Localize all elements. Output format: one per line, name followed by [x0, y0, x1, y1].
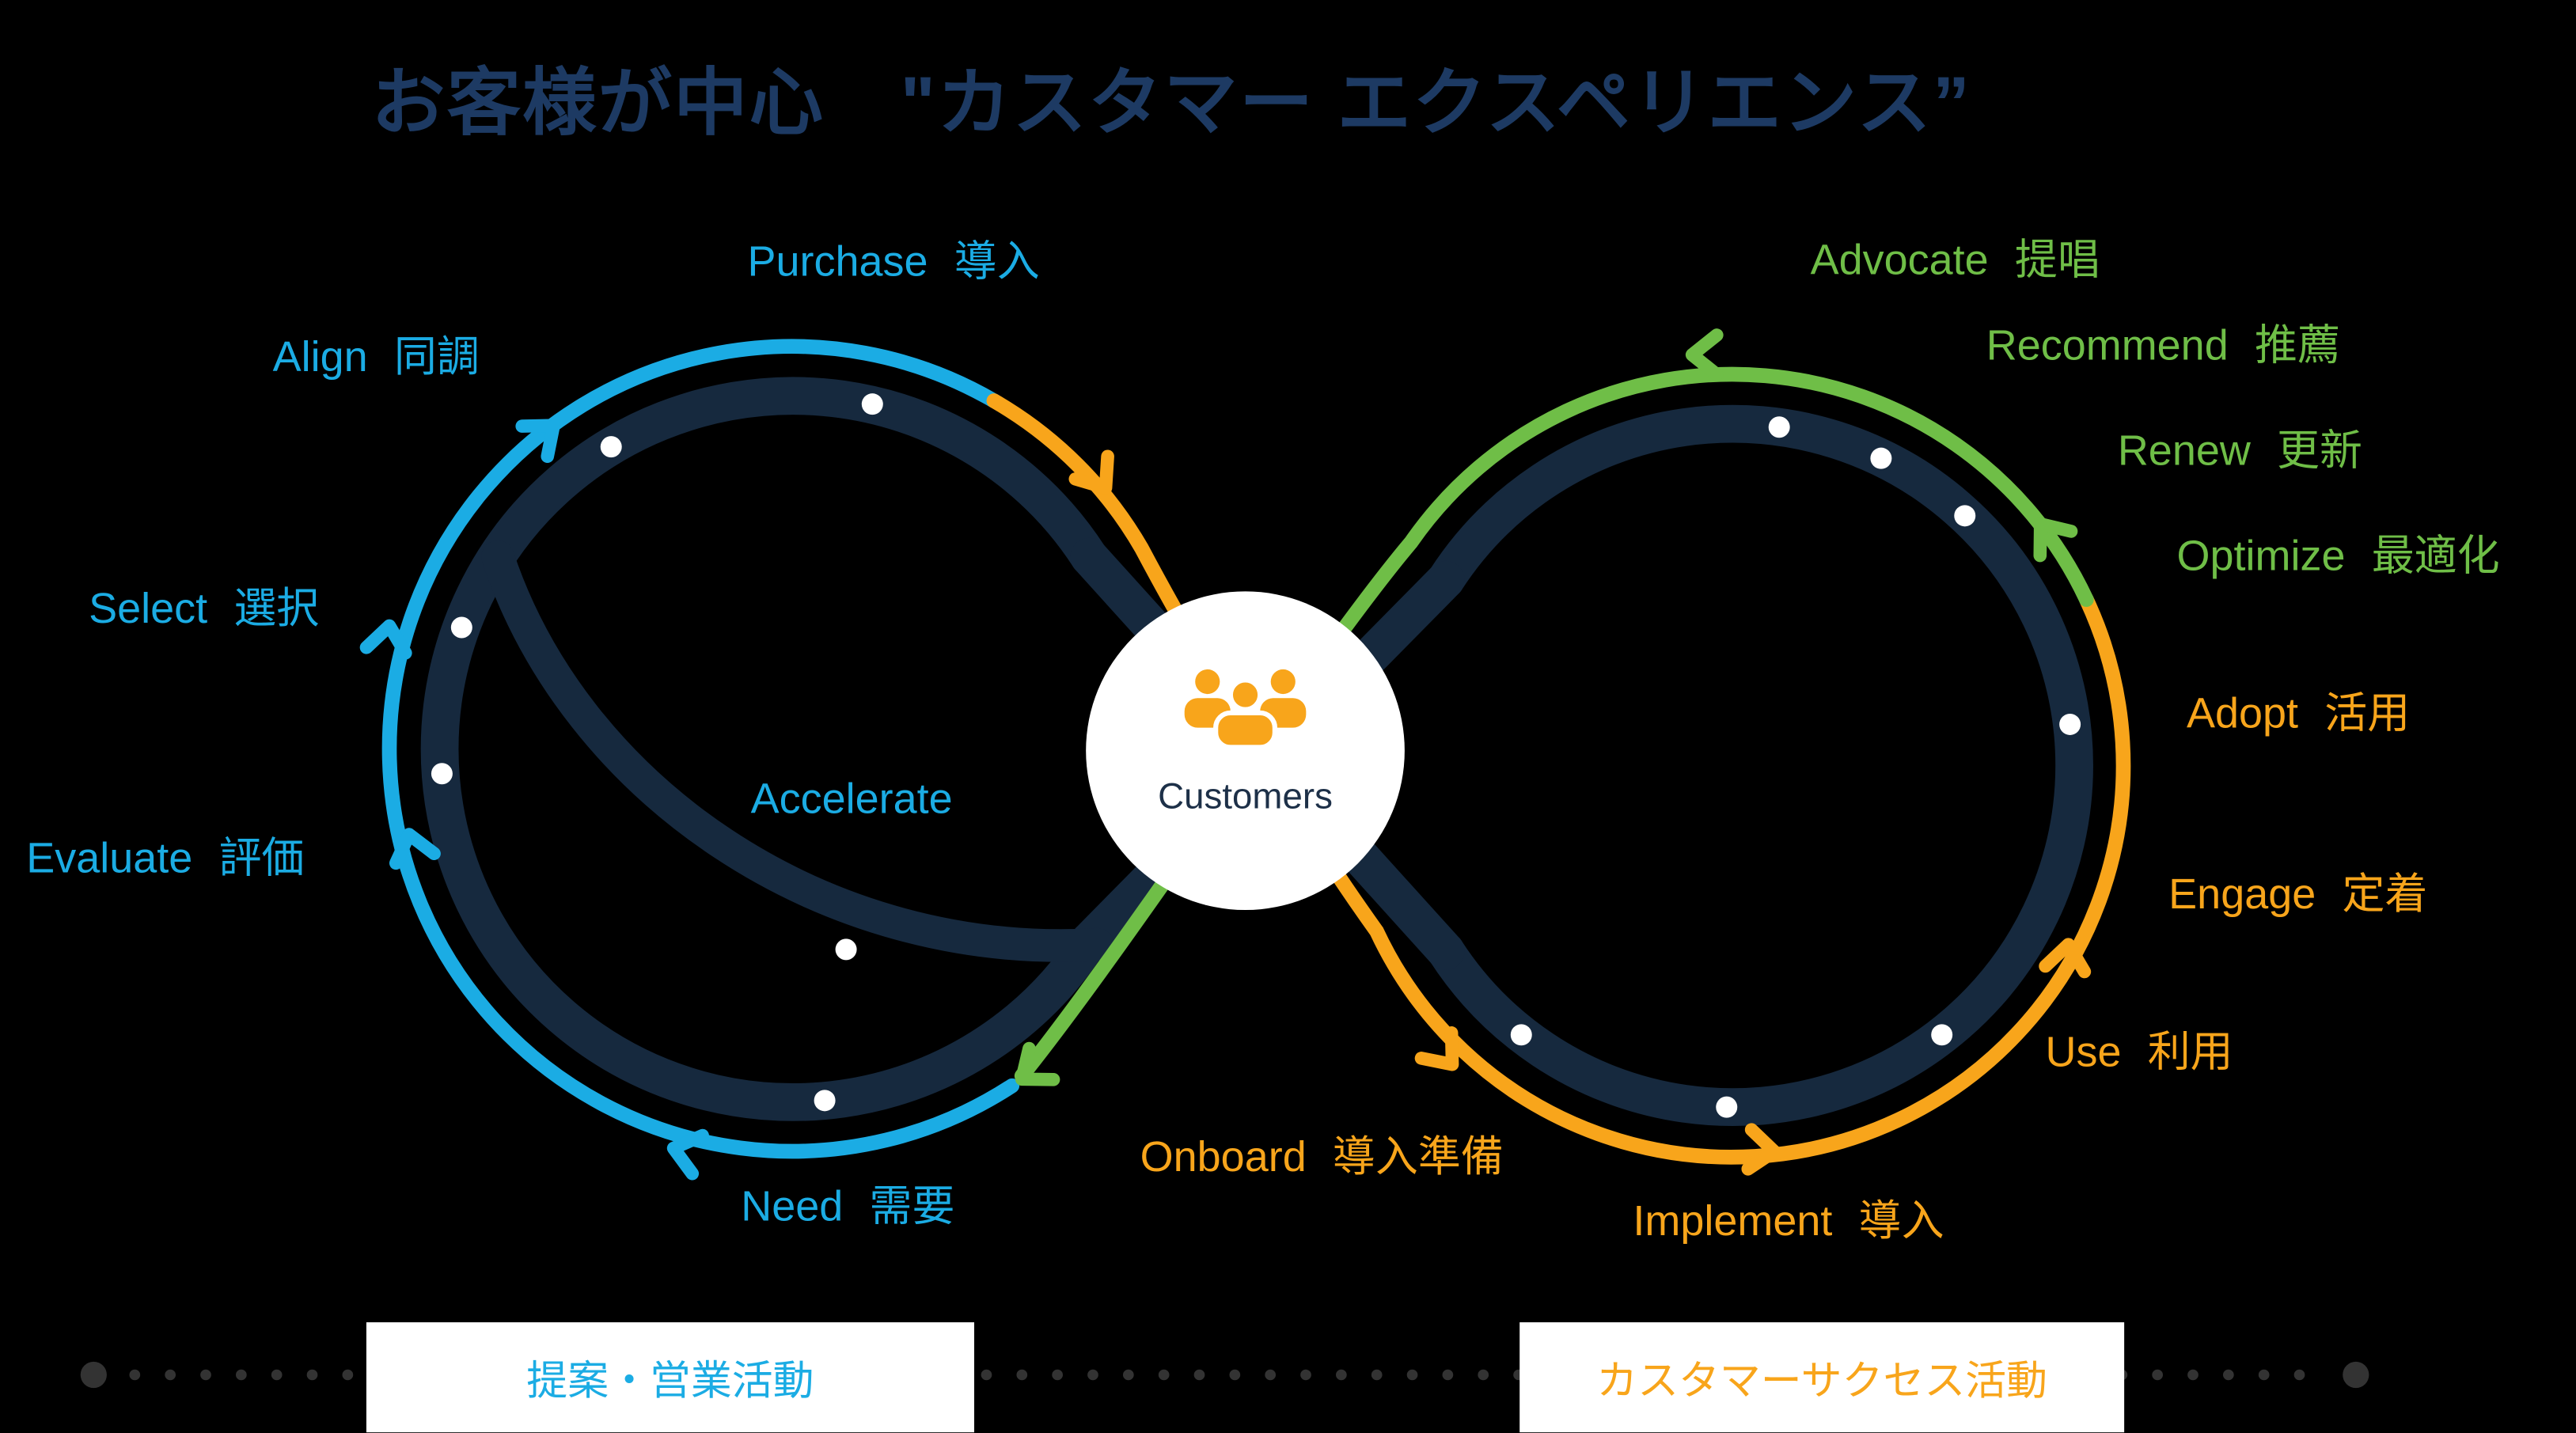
milestone-dot	[1716, 1096, 1738, 1118]
flow-arrow	[1741, 1123, 1781, 1176]
milestone-dot	[814, 1090, 836, 1112]
milestone-dot	[1931, 1024, 1953, 1046]
stage-align: Align 同調	[272, 332, 480, 382]
sales-cyan-arc	[381, 339, 1020, 1159]
flow-arrow	[2033, 517, 2078, 563]
flow-arrow	[515, 419, 560, 464]
flow-arrow	[1015, 1041, 1060, 1086]
timeline-start-dot	[80, 1361, 107, 1389]
milestone-dot	[600, 436, 622, 458]
stage-use-ja: 利用	[2147, 1026, 2233, 1076]
stage-onboard-ja: 導入準備	[1332, 1132, 1504, 1181]
milestone-dot	[2059, 713, 2081, 735]
stage-adopt-en: Adopt	[2187, 688, 2299, 738]
stage-engage-ja: 定着	[2342, 869, 2428, 919]
stage-purchase-ja: 導入	[954, 236, 1040, 286]
stage-select-en: Select	[89, 582, 208, 633]
people-group-icon	[1184, 669, 1307, 750]
timeline-end-dot	[2343, 1361, 2369, 1389]
stage-onboard-en: Onboard	[1140, 1132, 1307, 1181]
legend-sales-label: 提案・営業活動	[526, 1357, 814, 1404]
stage-implement-en: Implement	[1633, 1196, 1833, 1245]
stage-evaluate-ja: 評価	[218, 832, 305, 882]
stage-onboard: Onboard 導入準備	[1140, 1132, 1504, 1182]
stage-engage-en: Engage	[2168, 869, 2316, 919]
stage-recommend-en: Recommend	[1986, 320, 2229, 370]
stage-optimize-en: Optimize	[2176, 530, 2346, 580]
flow-arrow	[389, 828, 441, 870]
milestone-dot	[450, 616, 472, 639]
stage-adopt-ja: 活用	[2324, 688, 2411, 738]
stage-accelerate-en: Accelerate	[750, 773, 953, 824]
flow-arrow	[1685, 328, 1724, 381]
stage-need-ja: 需要	[869, 1181, 955, 1230]
stage-optimize-ja: 最適化	[2371, 530, 2500, 580]
milestone-dot	[861, 393, 883, 415]
stage-implement-ja: 導入	[1858, 1196, 1944, 1245]
stage-evaluate: Evaluate 評価	[26, 832, 305, 884]
stage-renew: Renew 更新	[2117, 425, 2363, 476]
stage-evaluate-en: Evaluate	[26, 832, 193, 882]
legend-sales-activities: 提案・営業活動	[366, 1322, 975, 1433]
stage-select-ja: 選択	[233, 582, 320, 633]
stage-align-ja: 同調	[393, 332, 480, 381]
stage-implement: Implement 導入	[1633, 1196, 1944, 1246]
accelerate-chord	[481, 540, 1114, 962]
stage-renew-en: Renew	[2117, 425, 2251, 475]
customers-circle	[1086, 591, 1405, 911]
stage-recommend: Recommend 推薦	[1986, 320, 2340, 371]
stage-select: Select 選択	[89, 582, 320, 634]
flow-arrow	[359, 619, 412, 660]
milestone-dot	[835, 938, 857, 961]
page-title: お客様が中心 "カスタマー エクスペリエンス”	[371, 60, 1971, 145]
stage-adopt: Adopt 活用	[2187, 688, 2411, 739]
flow-arrow	[1068, 449, 1114, 495]
stage-recommend-ja: 推薦	[2254, 320, 2340, 370]
stage-purchase: Purchase 導入	[747, 236, 1040, 287]
milestone-dot	[431, 763, 453, 785]
milestone-dot	[1768, 416, 1790, 438]
flow-arrow	[1414, 1026, 1459, 1071]
flow-arrow	[666, 1128, 709, 1181]
stage-purchase-en: Purchase	[747, 236, 928, 286]
purchase-orange-link	[986, 393, 2131, 1165]
flow-arrow	[2039, 938, 2092, 979]
stage-align-en: Align	[272, 332, 368, 381]
legend-customer-success-label: カスタマーサクセス活動	[1596, 1357, 2048, 1404]
stage-renew-ja: 更新	[2277, 425, 2363, 475]
stage-engage: Engage 定着	[2168, 869, 2428, 919]
customers-label: Customers	[1158, 775, 1333, 817]
stage-advocate: Advocate 提唱	[1810, 234, 2100, 286]
navy-left-ring	[420, 377, 1109, 1121]
stage-optimize: Optimize 最適化	[2176, 530, 2500, 582]
stage-use-en: Use	[2045, 1026, 2122, 1076]
milestone-dot	[1954, 505, 1976, 527]
stage-accelerate: Accelerate	[750, 773, 953, 825]
legend-customer-success-activities: カスタマーサクセス活動	[1519, 1322, 2125, 1433]
stage-advocate-ja: 提唱	[2014, 234, 2100, 285]
milestone-dot	[1510, 1024, 1532, 1046]
navy-right-ring	[1426, 404, 2093, 1127]
stage-use: Use 利用	[2045, 1026, 2233, 1078]
milestone-dot	[1870, 447, 1892, 469]
stage-need-en: Need	[741, 1181, 844, 1230]
stage-need: Need 需要	[741, 1181, 955, 1232]
stage-advocate-en: Advocate	[1810, 234, 1989, 285]
